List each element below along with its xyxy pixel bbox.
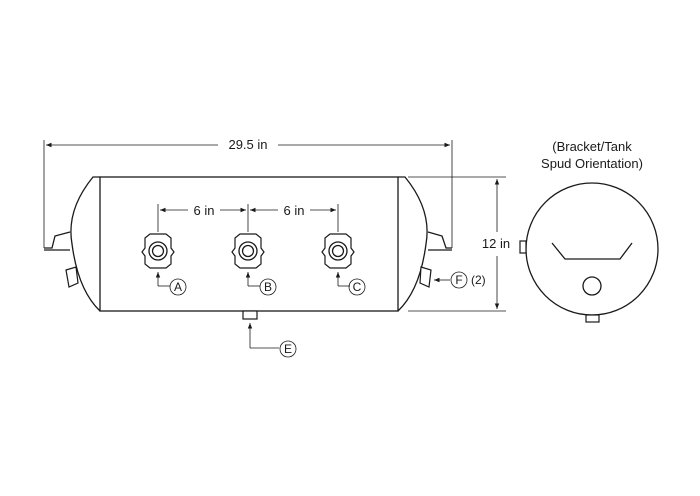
end-view-side-spud — [519, 240, 527, 254]
callout-e: E — [247, 323, 297, 358]
tank-end-view: (Bracket/Tank Spud Orientation) — [519, 139, 659, 323]
end-view-caption-line1: (Bracket/Tank — [552, 139, 632, 154]
callout-c-label: C — [353, 280, 362, 294]
callout-a-label: A — [174, 280, 182, 294]
left-bracket — [44, 231, 79, 288]
overall-length-label: 29.5 in — [228, 137, 267, 152]
end-view-caption-line2: Spud Orientation) — [541, 156, 643, 171]
port-e-spud — [242, 310, 258, 320]
callout-c: C — [335, 272, 366, 296]
port-spacing-left-label: 6 in — [194, 203, 215, 218]
port-spacing-dimension: 6 in 6 in — [157, 203, 339, 232]
callout-a: A — [155, 272, 187, 296]
end-view-bracket — [551, 242, 633, 260]
callout-f-quantity: (2) — [471, 273, 486, 287]
port-a — [141, 233, 175, 269]
callout-e-label: E — [284, 342, 292, 356]
overall-length-dimension: 29.5 in — [43, 137, 453, 248]
diameter-label: 12 in — [482, 236, 510, 251]
end-view-port — [582, 276, 602, 296]
port-spacing-right-label: 6 in — [284, 203, 305, 218]
port-b — [231, 233, 265, 269]
right-bracket — [419, 231, 452, 288]
callout-b-label: B — [264, 280, 272, 294]
port-c — [321, 233, 355, 269]
tank-side-view — [44, 176, 452, 320]
end-view-bottom-spud — [585, 314, 600, 323]
diameter-dimension: 12 in — [408, 176, 510, 312]
callout-f: F (2) — [434, 271, 486, 289]
callout-b: B — [245, 272, 277, 296]
callout-f-label: F — [455, 273, 462, 287]
